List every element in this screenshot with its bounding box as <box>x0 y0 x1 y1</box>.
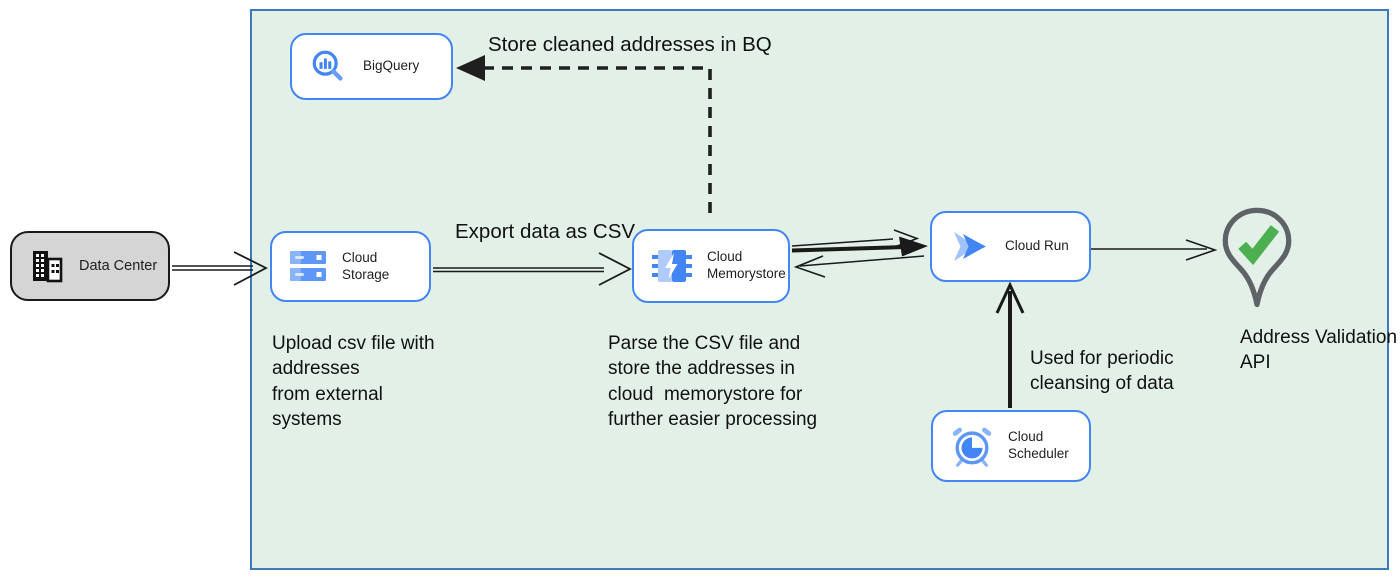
cloud-run-icon <box>950 231 990 262</box>
building-icon <box>30 249 64 283</box>
note-parse: Parse the CSV file and store the address… <box>608 333 818 430</box>
bigquery-icon <box>310 48 348 86</box>
note-export-csv: Export data as CSV <box>455 220 636 243</box>
map-pin-check-icon <box>1220 206 1294 312</box>
node-label: Data Center <box>79 257 158 274</box>
label-address-validation-api: Address Validation API <box>1240 327 1398 374</box>
node-label: BigQuery <box>363 58 420 74</box>
cloud-scheduler-icon <box>951 424 993 468</box>
note-upload: Upload csv file with addresses from exte… <box>272 333 435 430</box>
node-bigquery[interactable]: BigQuery <box>290 33 453 100</box>
gcp-boundary <box>250 9 1389 570</box>
node-cloud-storage[interactable]: Cloud Storage <box>270 231 431 302</box>
node-label: Cloud Scheduler <box>1008 429 1069 461</box>
cloud-storage-icon <box>290 251 327 282</box>
node-label: Cloud Memorystore <box>707 249 786 281</box>
node-cloud-run[interactable]: Cloud Run <box>930 211 1091 282</box>
node-label: Cloud Storage <box>342 249 390 282</box>
node-cloud-memorystore[interactable]: Cloud Memorystore <box>632 229 790 303</box>
node-label: Cloud Run <box>1005 238 1069 254</box>
cloud-memorystore-icon <box>652 246 692 286</box>
node-cloud-scheduler[interactable]: Cloud Scheduler <box>931 410 1091 482</box>
node-data-center[interactable]: Data Center <box>10 231 170 301</box>
address-validation-pin[interactable] <box>1220 206 1294 317</box>
note-store-bq: Store cleaned addresses in BQ <box>488 33 772 56</box>
note-periodic: Used for periodic cleansing of data <box>1030 348 1174 395</box>
